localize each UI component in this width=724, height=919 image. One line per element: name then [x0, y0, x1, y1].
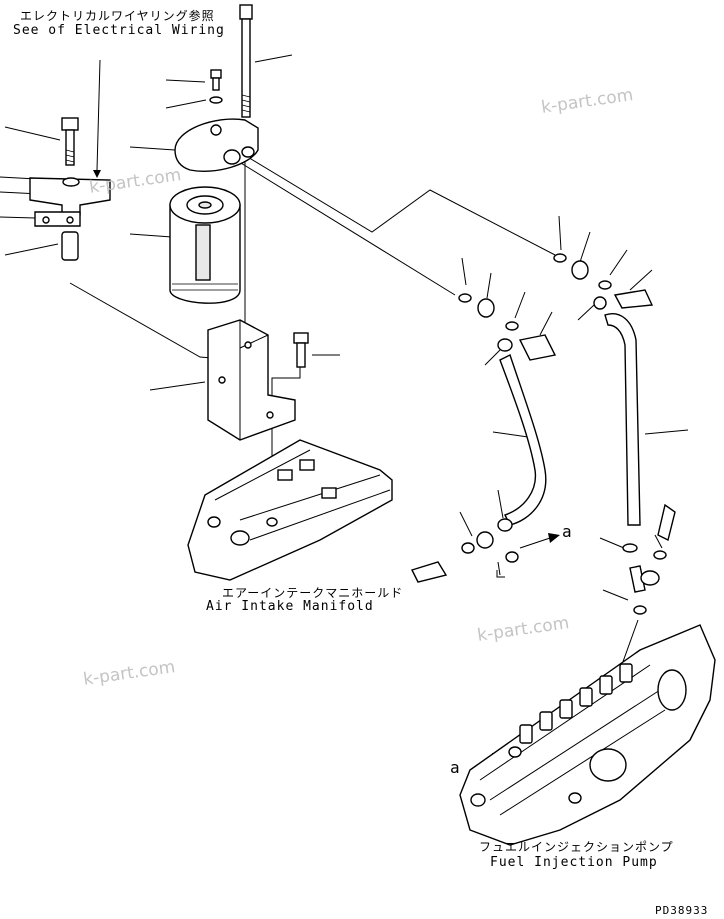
fuel-injection-pump — [459, 624, 716, 846]
reference-a-left: a — [450, 758, 461, 777]
manifold-label-jp: エアーインテークマニホールド — [222, 586, 404, 600]
reference-a-right: a — [562, 522, 573, 541]
wiring-label-jp: エレクトリカルワイヤリング参照 — [20, 9, 215, 23]
pump-label-en: Fuel Injection Pump — [490, 855, 658, 870]
fuel-filter-cartridge — [169, 186, 241, 304]
right-fuel-pipe — [553, 253, 676, 615]
small-bolt — [209, 69, 223, 104]
wiring-label-en: See of Electrical Wiring — [13, 23, 225, 38]
injection-pump-delivery-valves — [519, 663, 633, 744]
drawing-code: PD38933 — [655, 904, 709, 917]
left-fuel-pipe — [411, 293, 557, 583]
air-intake-manifold — [187, 439, 393, 581]
long-bolt — [239, 4, 253, 118]
bracket-bolt — [293, 332, 309, 368]
filter-bracket — [207, 319, 296, 441]
filter-head — [174, 118, 259, 172]
manifold-label-en: Air Intake Manifold — [206, 599, 374, 614]
pump-label-jp: フュエルインジェクションポンプ — [479, 840, 674, 854]
clamp-assembly — [29, 117, 111, 261]
